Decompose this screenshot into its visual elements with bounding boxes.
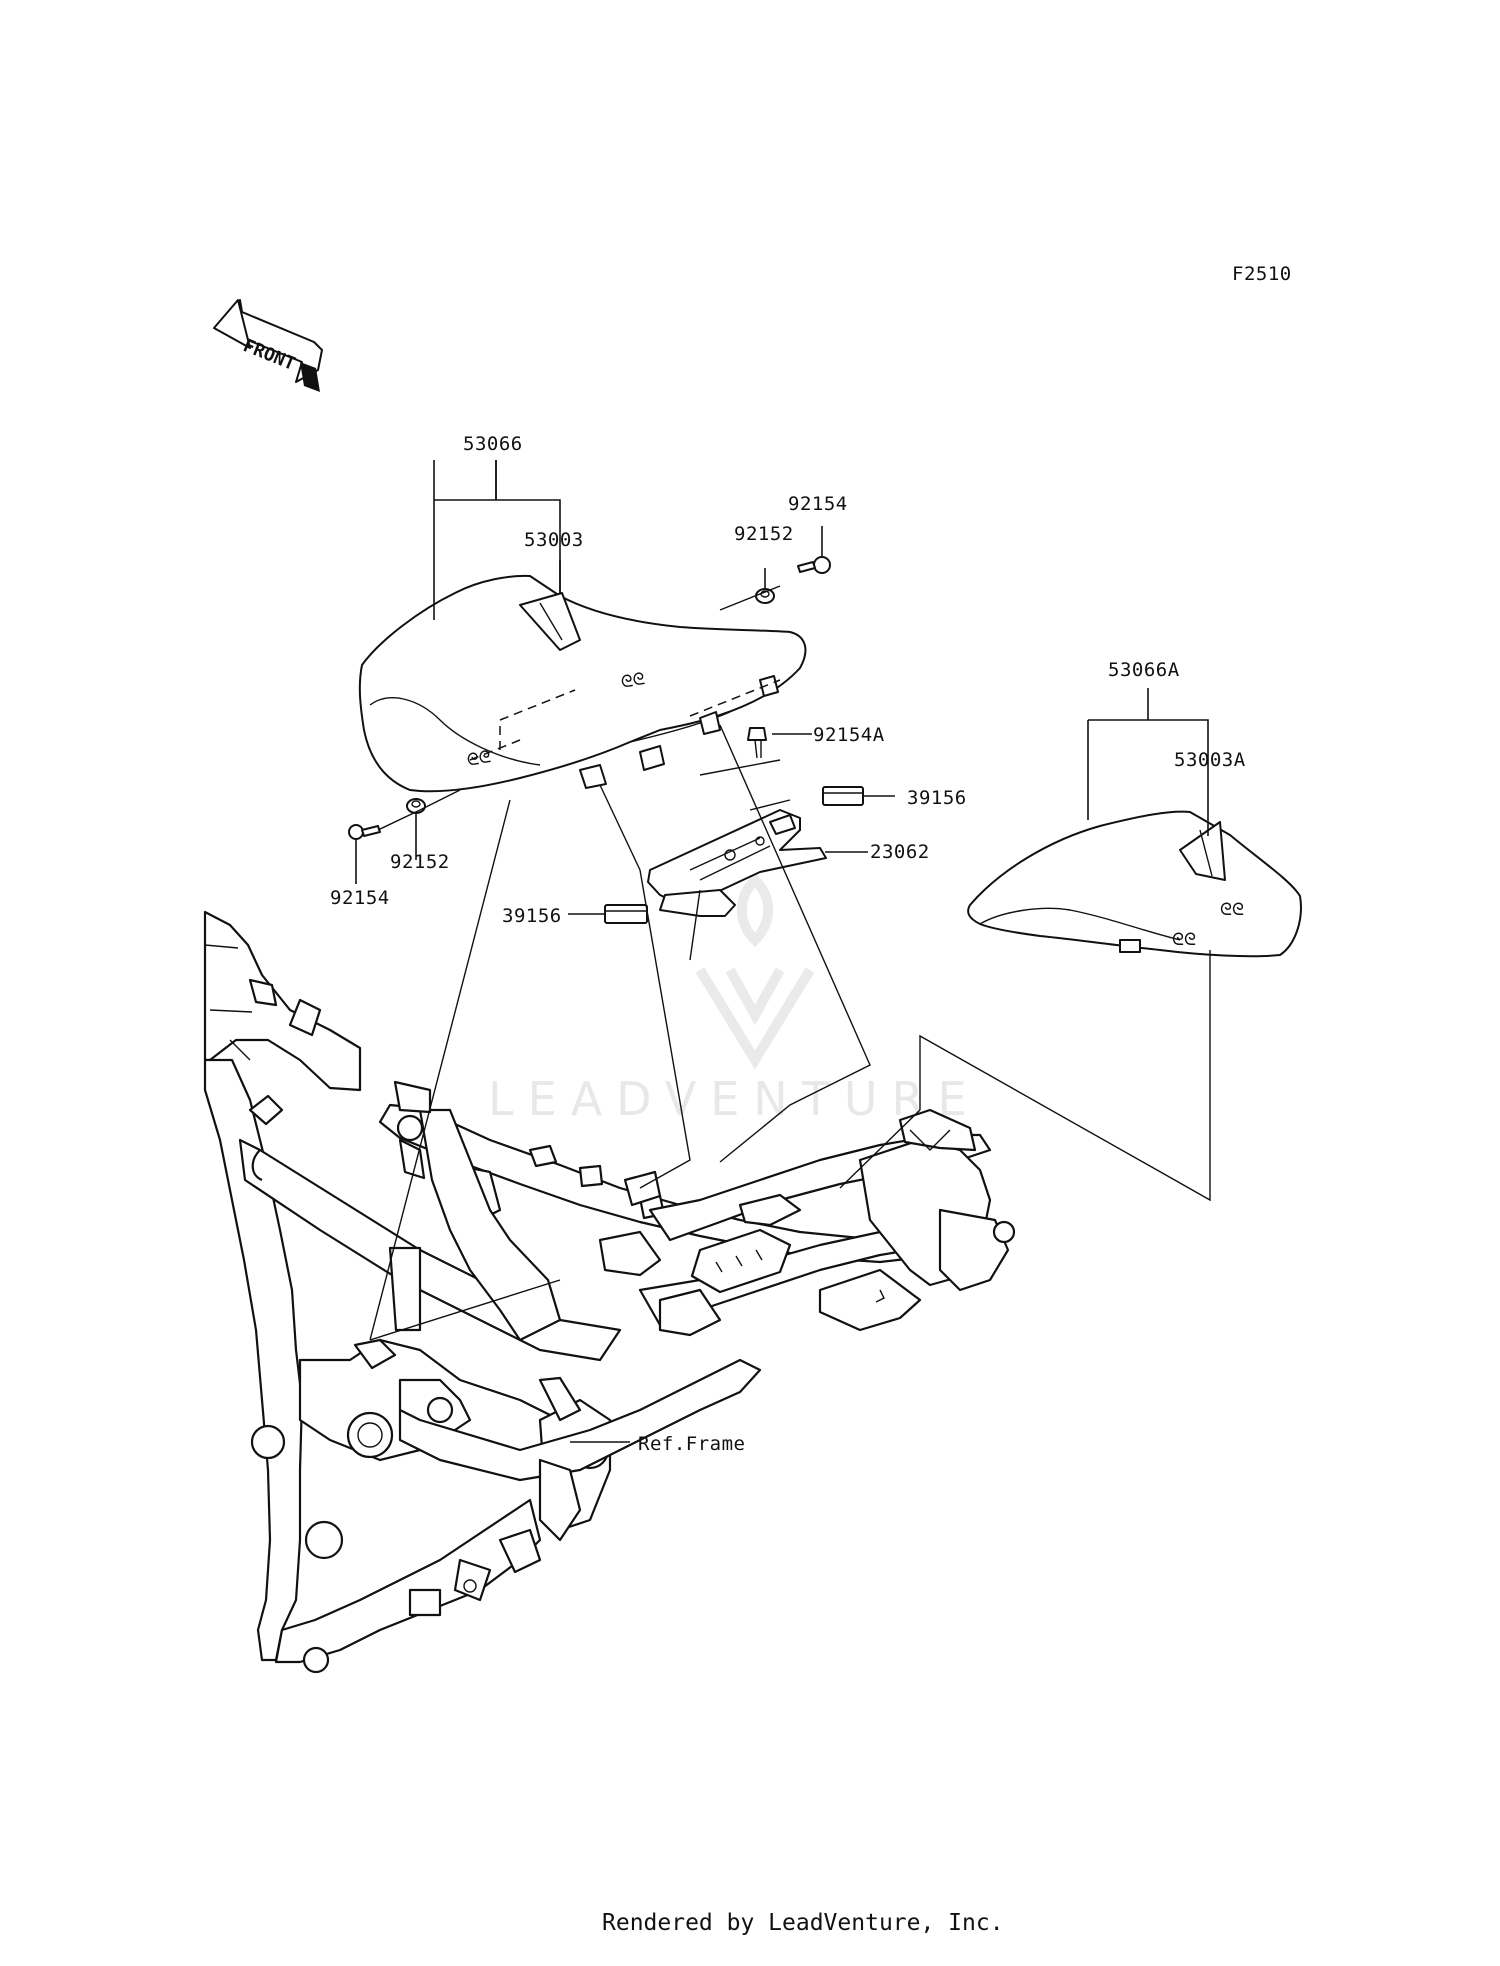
footer-credit: Rendered by LeadVenture, Inc.	[602, 1910, 1004, 1936]
damper-right-icon	[822, 786, 864, 806]
callout-damper-right: 39156	[907, 787, 967, 809]
callout-collar-left: 92152	[390, 851, 450, 873]
callout-frame-ref: Ref.Frame	[638, 1433, 745, 1455]
seat-alt-logo-mark: ᘓᘓ	[1220, 900, 1244, 920]
bolt-top-icon	[797, 556, 831, 574]
assembly-lines	[369, 585, 1211, 1341]
callout-seat-assy: 53066	[463, 433, 523, 455]
callout-seat-assy-alt: 53066A	[1108, 659, 1180, 681]
leader-lines	[355, 460, 1209, 1443]
callout-bracket: 23062	[870, 841, 930, 863]
motorcycle-frame	[203, 910, 1016, 1674]
rider-seat: ᘓᘓ ᘓᘓ	[358, 574, 807, 793]
callout-seat-base: 53003	[524, 529, 584, 551]
collar-top-icon	[755, 588, 775, 604]
seat-logo-mark-right: ᘓᘓ	[619, 669, 646, 693]
front-arrow-icon: FRONT	[213, 299, 323, 392]
callout-labels: 53066 53003 92154 92152 92154A 39156 230…	[330, 433, 1246, 1455]
damper-left-icon	[604, 904, 648, 924]
watermark-text: LEADVENTURE	[488, 1072, 981, 1126]
diagram-code: F2510	[1232, 263, 1292, 285]
callout-collar-top: 92152	[734, 523, 794, 545]
callout-bolt-top: 92154	[788, 493, 848, 515]
collar-left-icon	[406, 798, 426, 814]
rider-seat-alt: ᘓᘓ ᘓᘓ	[967, 810, 1302, 958]
callout-damper-left: 39156	[502, 905, 562, 927]
bolt-left-icon	[348, 824, 381, 840]
watermark-logo-icon	[695, 872, 815, 1070]
callout-bolt-left: 92154	[330, 887, 390, 909]
callout-bolt-bracket: 92154A	[813, 724, 885, 746]
watermark: LEADVENTURE	[488, 872, 981, 1126]
callout-seat-base-alt: 53003A	[1174, 749, 1246, 771]
bolt-bracket-icon	[747, 727, 767, 759]
seat-bracket	[647, 809, 827, 917]
seat-alt-logo-mark-2: ᘓᘓ	[1172, 930, 1196, 950]
seat-logo-mark-left: ᘓᘓ	[465, 747, 492, 771]
